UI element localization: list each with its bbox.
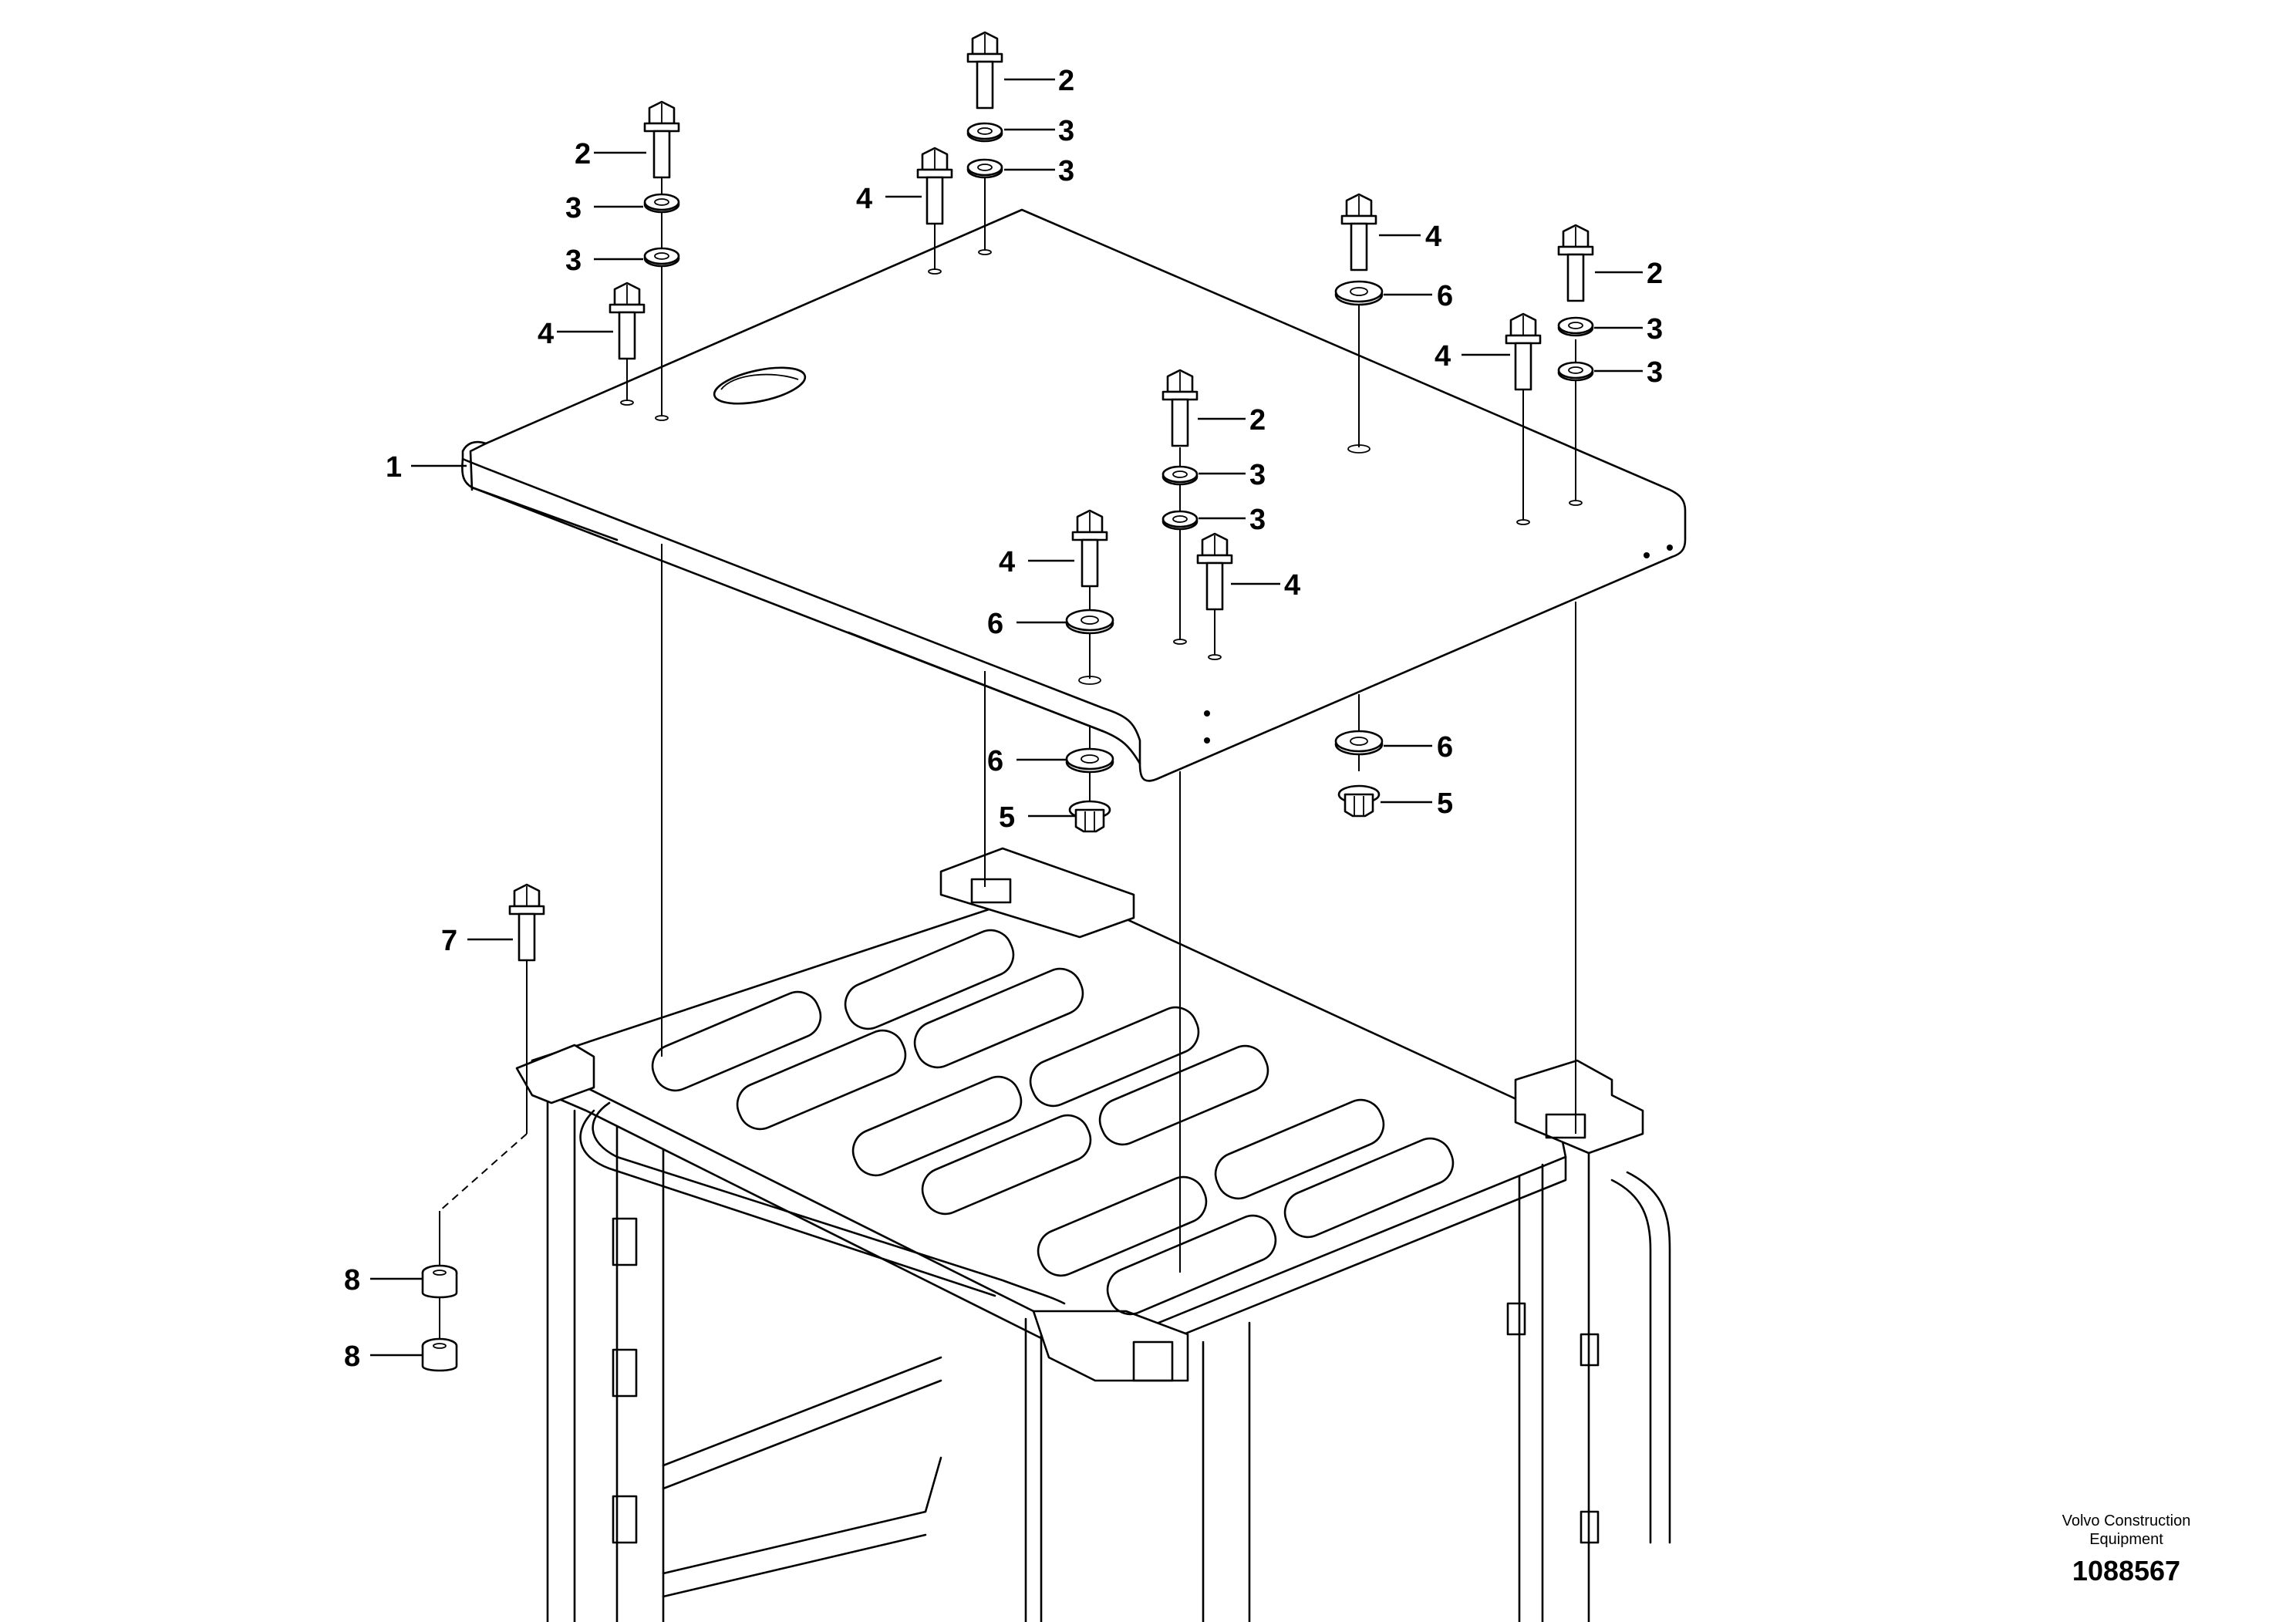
callout-labels: 1 2 3 3 4 2 3 3 4 4 6 2 3 3 4 2 3 3 4 4 … [344, 65, 1663, 1373]
callout-4: 4 [538, 318, 554, 350]
callout-5: 5 [999, 801, 1015, 834]
callout-8: 8 [344, 1264, 360, 1297]
callout-6: 6 [1437, 731, 1453, 764]
callout-8: 8 [344, 1340, 360, 1373]
callout-5: 5 [1437, 787, 1453, 820]
brand-line-1: Volvo Construction [2062, 1512, 2191, 1529]
washer-icon [1065, 747, 1114, 774]
flange-bolt-icon [609, 282, 646, 360]
brand-line-2: Equipment [2089, 1531, 2163, 1548]
callout-2: 2 [575, 138, 591, 170]
callout-4: 4 [999, 546, 1015, 578]
document-number: 1088567 [2072, 1555, 2181, 1587]
callout-6: 6 [987, 608, 1003, 640]
cab-roof-plate [531, 885, 1567, 1344]
washer-icon [643, 193, 680, 214]
roof-panel [461, 208, 1687, 782]
washer-icon [643, 247, 680, 268]
brand-caption: Volvo Construction Equipment [2011, 1512, 2242, 1549]
flange-bolt-icon [508, 883, 545, 962]
flange-bolt-icon [643, 100, 680, 179]
callout-3: 3 [1249, 459, 1266, 491]
washer-icon [1334, 730, 1384, 756]
washer-icon [966, 158, 1003, 179]
leader-lines [370, 78, 1643, 1357]
callout-2: 2 [1647, 258, 1663, 290]
washer-icon [966, 122, 1003, 143]
washer-icon [1161, 510, 1199, 531]
cab-frame [515, 847, 1671, 1622]
callout-6: 6 [987, 745, 1003, 777]
flange-bolt-icon [1505, 312, 1542, 391]
callout-2: 2 [1058, 65, 1074, 97]
callout-6: 6 [1437, 280, 1453, 312]
callout-4: 4 [1284, 569, 1300, 602]
callout-4: 4 [1425, 221, 1441, 253]
callout-1: 1 [386, 451, 402, 484]
flange-bolt-icon [966, 31, 1003, 110]
callout-4: 4 [1435, 340, 1451, 373]
cab-rear-post [1541, 1148, 1590, 1622]
washer-icon [1557, 361, 1594, 382]
callout-3: 3 [1058, 115, 1074, 147]
flange-bolt-icon [916, 147, 953, 225]
flange-bolt-icon [1557, 224, 1594, 302]
roof-vent-opening [713, 366, 807, 405]
spacer-bushing-icon [421, 1264, 458, 1299]
callout-3: 3 [1249, 504, 1266, 536]
cab-handrail [592, 1101, 1066, 1305]
callout-3: 3 [1647, 313, 1663, 346]
cab-roof-openings [651, 929, 1455, 1316]
callout-3: 3 [565, 192, 582, 224]
callout-3: 3 [565, 244, 582, 277]
callout-3: 3 [1058, 155, 1074, 187]
spacer-bushing-icon [421, 1337, 458, 1372]
callout-4: 4 [856, 183, 872, 215]
washer-icon [1557, 316, 1594, 337]
mount-bracket-front [939, 847, 1135, 939]
callout-7: 7 [441, 925, 457, 957]
callout-2: 2 [1249, 404, 1266, 437]
washer-icon [1065, 609, 1114, 635]
washer-icon [1161, 465, 1199, 486]
washer-icon [1334, 280, 1384, 306]
callout-3: 3 [1647, 356, 1663, 389]
flange-bolt-icon [1340, 193, 1377, 271]
flange-nut-icon [1337, 784, 1381, 818]
cab-front-post [546, 1094, 576, 1622]
